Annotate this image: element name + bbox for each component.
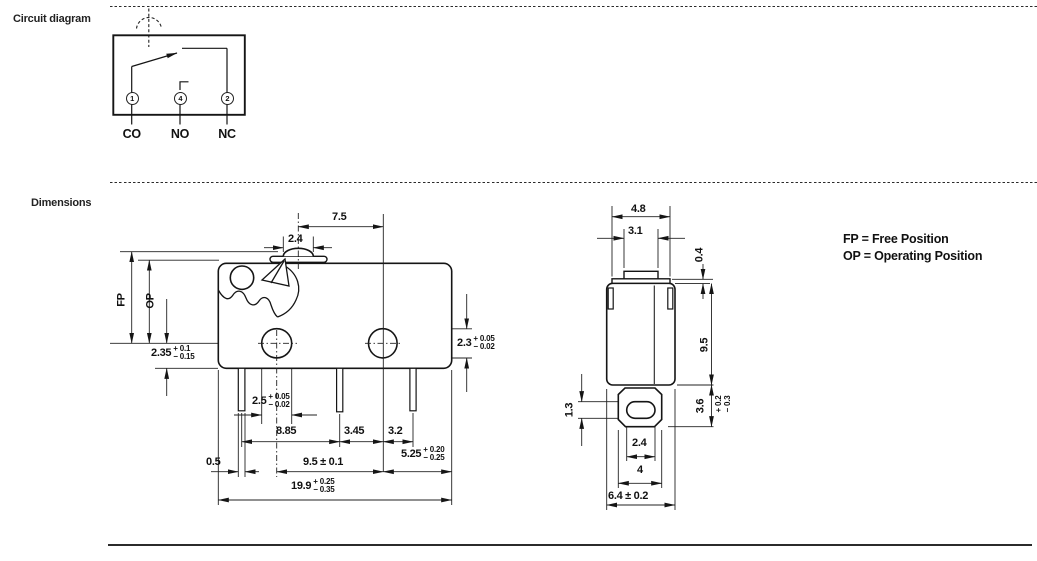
terminal-circle-nc: 2 [221, 91, 234, 105]
legend-op: OP = Operating Position [843, 249, 983, 263]
dim-slot-height: 1.3 [563, 402, 576, 418]
dim-button-width: 3.1 [628, 225, 643, 237]
circuit-diagram-drawing [112, 8, 246, 125]
dim-bracket-height-tol: + 0.2 − 0.3 [714, 395, 732, 413]
terminal-circle-no: 4 [174, 91, 187, 105]
switch-body-side [217, 247, 453, 413]
dim-bracket-width: 4 [637, 464, 643, 476]
dim-terminal-thickness: 0.5 [206, 456, 221, 468]
broken-out-section [217, 257, 300, 318]
front-view-drawing [578, 206, 714, 510]
divider-bottom [108, 544, 1032, 546]
dim-pitch-3: 3.2 [388, 425, 403, 437]
circuit-box [112, 34, 246, 116]
dim-body-height: 9.5 [698, 337, 711, 353]
terminal-label-no: NO [170, 127, 190, 141]
dim-overall-width: 6.4 ± 0.2 [608, 490, 649, 502]
dim-hole-span: 9.5 ± 0.1 [303, 456, 344, 468]
divider-dashed-top [110, 6, 1037, 7]
dim-plunger-width: 2.4 [288, 233, 303, 245]
section-label-dimensions: Dimensions [31, 197, 92, 209]
dim-pitch-1: 8.85 [276, 425, 297, 437]
dim-op: OP [144, 293, 157, 309]
side-view-drawing [110, 213, 472, 505]
section-label-circuit: Circuit diagram [13, 13, 91, 25]
dim-cap-height: 0.4 [693, 247, 706, 263]
dim-hole-height: 2.3 + 0.05 − 0.02 [457, 334, 495, 351]
actuator-arc-icon [135, 8, 163, 47]
terminal-stems [131, 104, 228, 125]
dim-plunger-offset: 7.5 [332, 211, 347, 223]
front-view-dimension-lines [579, 214, 714, 508]
dim-fp: FP [115, 293, 128, 307]
dim-pitch-2: 3.45 [344, 425, 365, 437]
dim-bracket-height: 3.6 [694, 398, 707, 414]
dim-overall-length: 19.9 + 0.25 − 0.35 [291, 477, 335, 494]
dim-hole-width: 2.5 + 0.05 − 0.02 [252, 392, 290, 409]
dim-slot-width: 2.4 [632, 437, 647, 449]
terminal-label-co: CO [122, 127, 141, 141]
divider-dashed-middle [110, 182, 1037, 183]
dim-cap-width: 4.8 [631, 203, 646, 215]
side-view-dimension-lines [129, 224, 470, 503]
dim-hole-to-edge: 5.25 + 0.20 − 0.25 [401, 445, 445, 462]
legend-fp: FP = Free Position [843, 232, 949, 246]
switch-lever [131, 47, 228, 93]
mounting-holes [258, 213, 400, 477]
switch-body-front [605, 270, 676, 428]
terminal-label-nc: NC [218, 127, 236, 141]
no-contact-symbol [179, 81, 189, 90]
terminal-circle-co: 1 [125, 91, 139, 105]
dim-op-height: 2.35 + 0.1 − 0.15 [151, 344, 195, 361]
